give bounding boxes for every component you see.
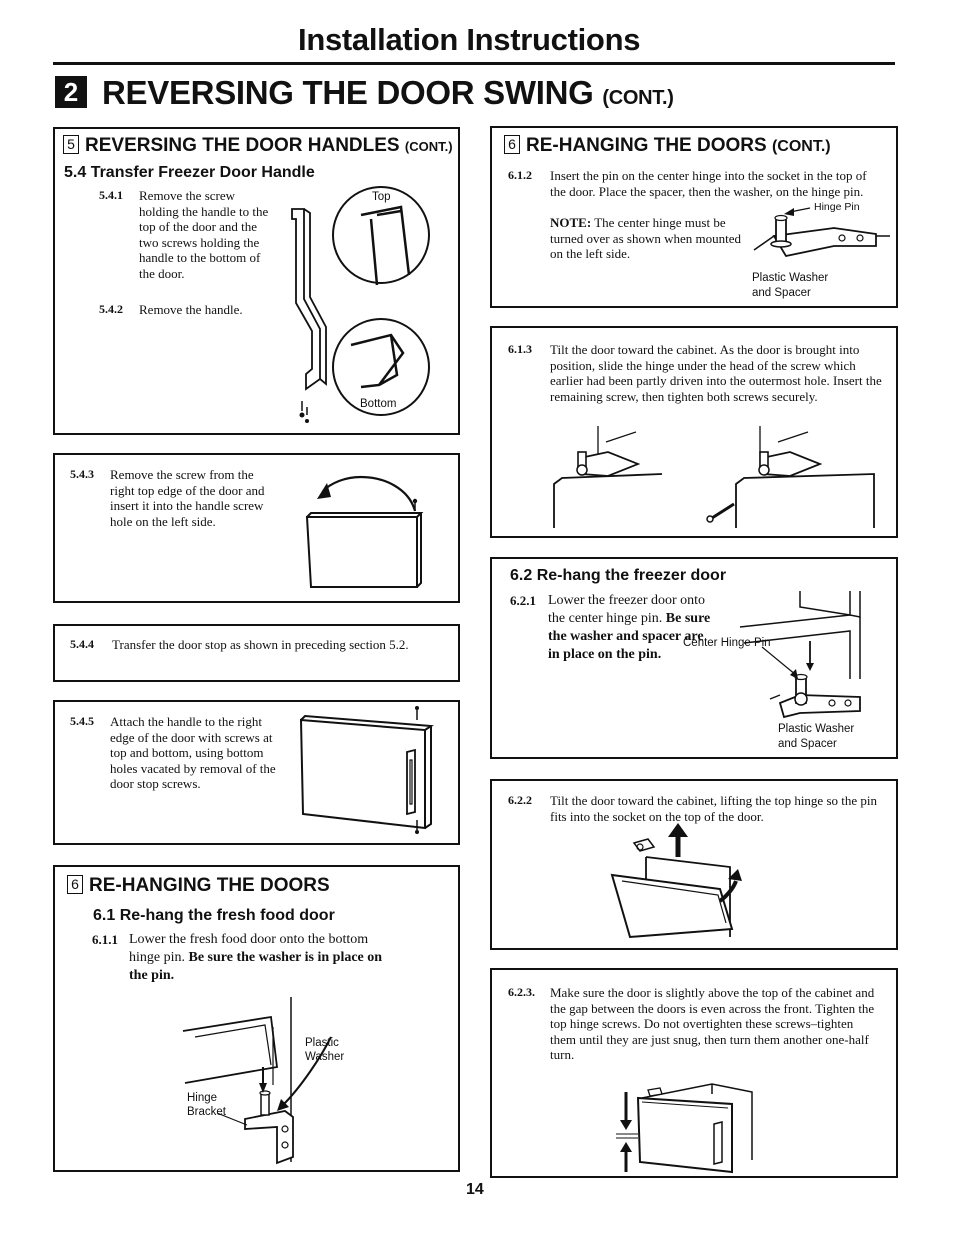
step-text: Remove the handle. (139, 302, 243, 317)
label-plastic: Plastic (305, 1037, 339, 1049)
section-title: REVERSING THE DOOR SWING (CONT.) (102, 74, 674, 112)
door-with-handle-illustration (299, 706, 434, 834)
step-number: 6.1.3 (508, 342, 532, 356)
step-text-bold: Be sure the washer is in place on the pi… (129, 950, 383, 983)
page-title: Installation Instructions (298, 22, 641, 57)
box-title: RE-HANGING THE DOORS (526, 135, 767, 156)
step-number: 5.4.2 (99, 302, 123, 316)
step-number: 5.4.1 (99, 188, 123, 202)
door-alignment-illustration (616, 1083, 753, 1174)
step-number: 5.4.5 (70, 714, 94, 728)
step-text-plain: Lower the freezer door onto the center h… (548, 593, 706, 626)
label-hinge: Hinge (187, 1092, 218, 1104)
step-text: Remove the screw holding the handle to t… (139, 188, 269, 281)
step-number: 5.4.4 (70, 637, 94, 651)
step-6-2-1: 6.2.1 Lower the freezer door onto the ce… (510, 592, 730, 680)
step-6-2-2: 6.2.2 Tilt the door toward the cabinet, … (508, 793, 893, 827)
title-rule (53, 62, 895, 65)
step-text-bold: Be sure the washer and spacer are in pla… (548, 611, 711, 662)
box-step-5-4-3: 5.4.3 Remove the screw from the right to… (53, 453, 460, 603)
label-bottom: Bottom (360, 398, 397, 410)
step-6-1-1: 6.1.1 Lower the fresh food door onto the… (92, 931, 392, 989)
step-text-plain: Lower the fresh food door onto the botto… (129, 932, 369, 965)
step-text: Tilt the door toward the cabinet. As the… (550, 342, 882, 404)
freezer-center-hinge-illustration (739, 591, 861, 719)
step-text: Make sure the door is slightly above the… (550, 985, 875, 1063)
box-header: 5 REVERSING THE DOOR HANDLES (CONT.) (63, 135, 453, 157)
box-rehanging-doors: 6 RE-HANGING THE DOORS 6.1 Re-hang the fr… (53, 865, 460, 1172)
hinge-magnifier-circles (332, 186, 430, 416)
box-title: RE-HANGING THE DOORS (89, 875, 330, 896)
bottom-hinge-illustration (182, 997, 332, 1165)
step-number: 6.2.3. (508, 985, 535, 999)
box-header: 6 RE-HANGING THE DOORS (67, 875, 330, 897)
label-top: Top (372, 191, 391, 203)
step-5-4-2: 5.4.2 Remove the handle. (99, 302, 299, 320)
step-text: Tilt the door toward the cabinet, liftin… (550, 793, 877, 824)
step-number: 5.4.3 (70, 467, 94, 481)
step-text: Lower the fresh food door onto the botto… (129, 931, 391, 985)
box-step-6-2-2: 6.2.2 Tilt the door toward the cabinet, … (490, 779, 898, 950)
step-text: Lower the freezer door onto the center h… (548, 592, 716, 664)
box-reversing-handles: 5 REVERSING THE DOOR HANDLES (CONT.) 5.4 … (53, 127, 460, 435)
note-bold: NOTE: (550, 215, 592, 230)
box-header: 6 RE-HANGING THE DOORS (CONT.) (504, 135, 831, 157)
tilt-door-hinge-illustration (553, 426, 875, 528)
step-text: Transfer the door stop as shown in prece… (112, 637, 409, 652)
freezer-door-screw-illustration (305, 475, 424, 588)
step-6-1-2-note: NOTE: The center hinge must be turned ov… (550, 215, 750, 263)
step-5-4-1: 5.4.1 Remove the screw holding the handl… (99, 188, 279, 298)
label-center-hinge-pin: Center Hinge Pin (683, 637, 771, 649)
label-and-spacer: and Spacer (778, 738, 837, 750)
label-plastic-washer: Plastic Washer (778, 723, 855, 735)
step-number: 6.2.1 (510, 593, 536, 608)
step-number: 6.1.1 (92, 932, 118, 947)
box-rehanging-doors-cont: 6 RE-HANGING THE DOORS (CONT.) 6.1.2 Inse… (490, 126, 898, 308)
step-5-4-3: 5.4.3 Remove the screw from the right to… (70, 467, 280, 547)
section-num: 6 (504, 135, 520, 154)
step-6-2-3: 6.2.3. Make sure the door is slightly ab… (508, 985, 893, 1065)
label-and-spacer: and Spacer (752, 287, 811, 299)
step-number: 6.2.2 (508, 793, 532, 807)
label-hinge-pin: Hinge Pin (814, 201, 860, 213)
step-number-badge: 2 (55, 76, 87, 108)
step-6-1-2: 6.1.2 Insert the pin on the center hinge… (508, 168, 893, 202)
box-title: REVERSING THE DOOR HANDLES (85, 135, 400, 156)
box-step-5-4-4: 5.4.4 Transfer the door stop as shown in… (53, 624, 460, 682)
step-5-4-4: 5.4.4 Transfer the door stop as shown in… (70, 637, 450, 671)
step-5-4-5: 5.4.5 Attach the handle to the right edg… (70, 714, 285, 809)
label-plastic-washer: Plastic Washer (752, 272, 829, 284)
section-title-text: REVERSING THE DOOR SWING (102, 74, 594, 111)
section-cont: (CONT.) (602, 87, 674, 109)
tilt-freezer-door-illustration (610, 823, 742, 939)
subsection-title: 6.2 Re-hang the freezer door (510, 567, 727, 584)
subsection-title: 5.4 Transfer Freezer Door Handle (64, 164, 315, 181)
page-number: 14 (466, 1181, 484, 1198)
label-washer: Washer (305, 1051, 345, 1063)
center-hinge-pin-illustration (753, 207, 890, 258)
box-step-6-1-3: 6.1.3 Tilt the door toward the cabinet. … (490, 326, 898, 538)
box-cont: (CONT.) (404, 139, 453, 154)
box-step-5-4-5: 5.4.5 Attach the handle to the right edg… (53, 700, 460, 845)
step-text: Attach the handle to the right edge of t… (110, 714, 276, 792)
label-bracket: Bracket (187, 1106, 226, 1118)
box-rehang-freezer: 6.2 Re-hang the freezer door 6.2.1 Lower… (490, 557, 898, 759)
note-text: NOTE: The center hinge must be turned ov… (550, 215, 745, 262)
step-number: 6.1.2 (508, 168, 532, 182)
note-plain: The center hinge must be turned over as … (550, 215, 741, 262)
box-cont: (CONT.) (771, 138, 831, 155)
section-num: 5 (63, 135, 79, 154)
subsection-title: 6.1 Re-hang the fresh food door (93, 907, 335, 924)
section-num: 6 (67, 875, 83, 894)
step-text: Insert the pin on the center hinge into … (550, 168, 867, 199)
step-6-1-3: 6.1.3 Tilt the door toward the cabinet. … (508, 342, 893, 422)
box-step-6-2-3: 6.2.3. Make sure the door is slightly ab… (490, 968, 898, 1178)
door-handle-illustration (291, 208, 327, 423)
step-text: Remove the screw from the right top edge… (110, 467, 265, 529)
